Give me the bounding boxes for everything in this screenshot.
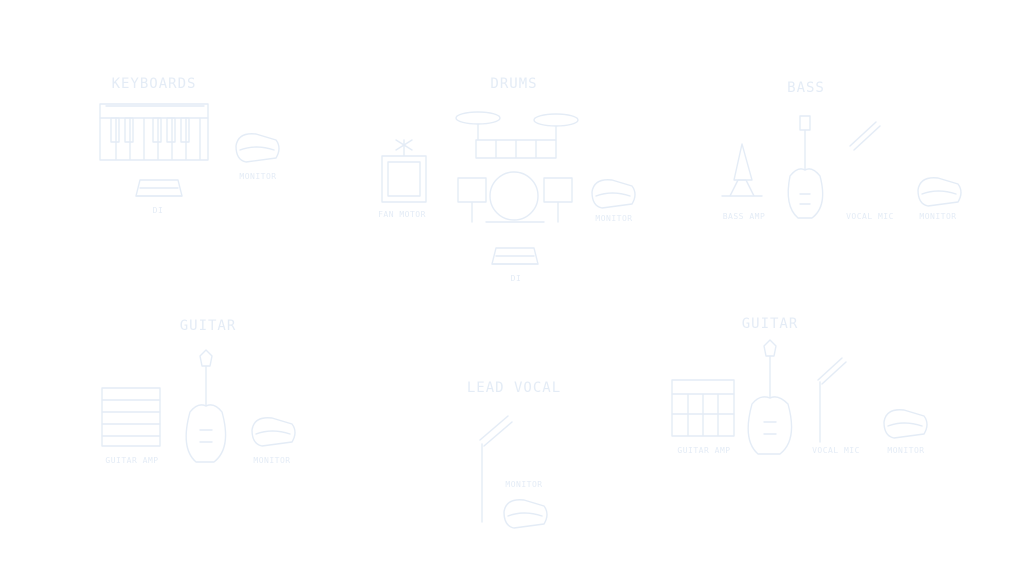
station-title-guitar: Guitar xyxy=(179,318,237,334)
guitar-amp-icon xyxy=(671,379,735,437)
label-drums-fan-motor: Fan Motor xyxy=(378,210,426,219)
di-box-icon xyxy=(491,247,539,265)
monitor-wedge-icon xyxy=(251,417,296,447)
vocal-mic-icon xyxy=(817,357,847,443)
label-drums-monitor: Monitor xyxy=(595,214,633,223)
guitar-amp-icon xyxy=(101,387,161,447)
bass-amp-icon xyxy=(721,143,763,197)
monitor-wedge-icon xyxy=(591,179,636,209)
label-bass-vocal-mic: Vocal Mic xyxy=(846,212,894,221)
monitor-wedge-icon xyxy=(917,177,962,207)
monitor-wedge-icon xyxy=(235,133,280,163)
station-title-keyboards: Keyboards xyxy=(111,76,197,92)
label-bass-amp: Bass Amp xyxy=(722,212,766,221)
label-guitar2-vocal-mic: Vocal Mic xyxy=(812,446,860,455)
label-lead-vocal-monitor: Monitor xyxy=(505,480,543,489)
drum-kit-icon xyxy=(455,111,579,223)
monitor-wedge-icon xyxy=(883,409,928,439)
label-guitar2-amp: Guitar Amp xyxy=(677,446,731,455)
station-title-guitar-2: Guitar xyxy=(741,316,799,332)
label-keyboards-monitor: Monitor xyxy=(239,172,277,181)
electric-guitar-icon xyxy=(185,349,227,463)
di-box-icon xyxy=(135,179,183,197)
station-title-bass: Bass xyxy=(787,80,825,96)
vocal-mic-icon xyxy=(479,415,513,523)
electric-guitar-icon xyxy=(747,339,793,455)
vocal-mic-icon xyxy=(849,121,881,151)
label-guitar-monitor: Monitor xyxy=(253,456,291,465)
label-drums-di: DI xyxy=(510,274,522,283)
keyboard-icon xyxy=(99,103,209,161)
bass-guitar-icon xyxy=(787,115,824,219)
label-keyboards-di: DI xyxy=(152,206,164,215)
monitor-wedge-icon xyxy=(503,499,548,529)
station-title-drums: Drums xyxy=(490,76,538,92)
label-guitar2-monitor: Monitor xyxy=(887,446,925,455)
fan-motor-icon xyxy=(381,139,427,203)
label-bass-monitor: Monitor xyxy=(919,212,957,221)
station-title-lead-vocal: Lead Vocal xyxy=(466,380,562,396)
label-guitar-amp: Guitar Amp xyxy=(105,456,159,465)
